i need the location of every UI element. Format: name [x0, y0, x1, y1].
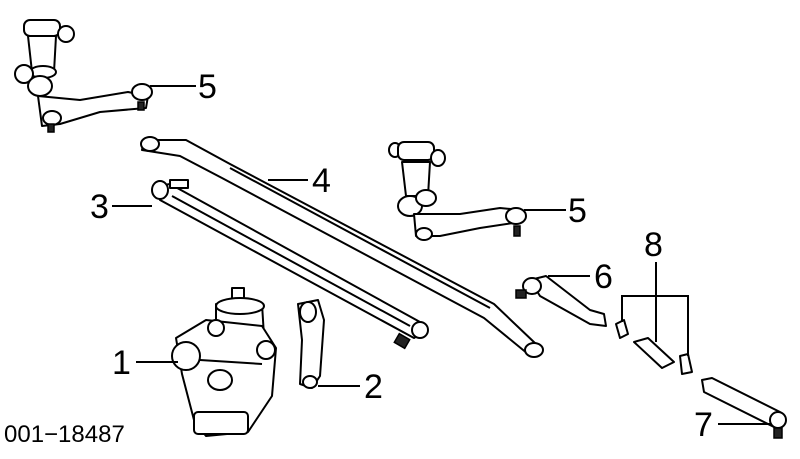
steering-gear — [171, 287, 277, 437]
callout-2: 2 — [364, 368, 383, 406]
idler-arm-left — [14, 19, 153, 133]
tie-rod-end — [515, 275, 607, 327]
adjuster-sleeve-kit — [615, 319, 693, 375]
callout-4: 4 — [312, 162, 331, 200]
pitman-arm — [297, 299, 325, 389]
callout-1: 1 — [112, 344, 131, 382]
callout-5-left: 5 — [198, 68, 217, 106]
adjuster-stud — [701, 377, 787, 439]
callout-3: 3 — [90, 188, 109, 226]
callout-8: 8 — [644, 226, 663, 264]
callout-5-right: 5 — [568, 192, 587, 230]
relay-rod — [140, 136, 544, 358]
callout-7: 7 — [694, 406, 713, 444]
idler-arm-right — [388, 141, 527, 241]
tie-rod — [151, 179, 429, 350]
figure-code: 001−18487 — [4, 421, 125, 448]
callout-6: 6 — [594, 258, 613, 296]
